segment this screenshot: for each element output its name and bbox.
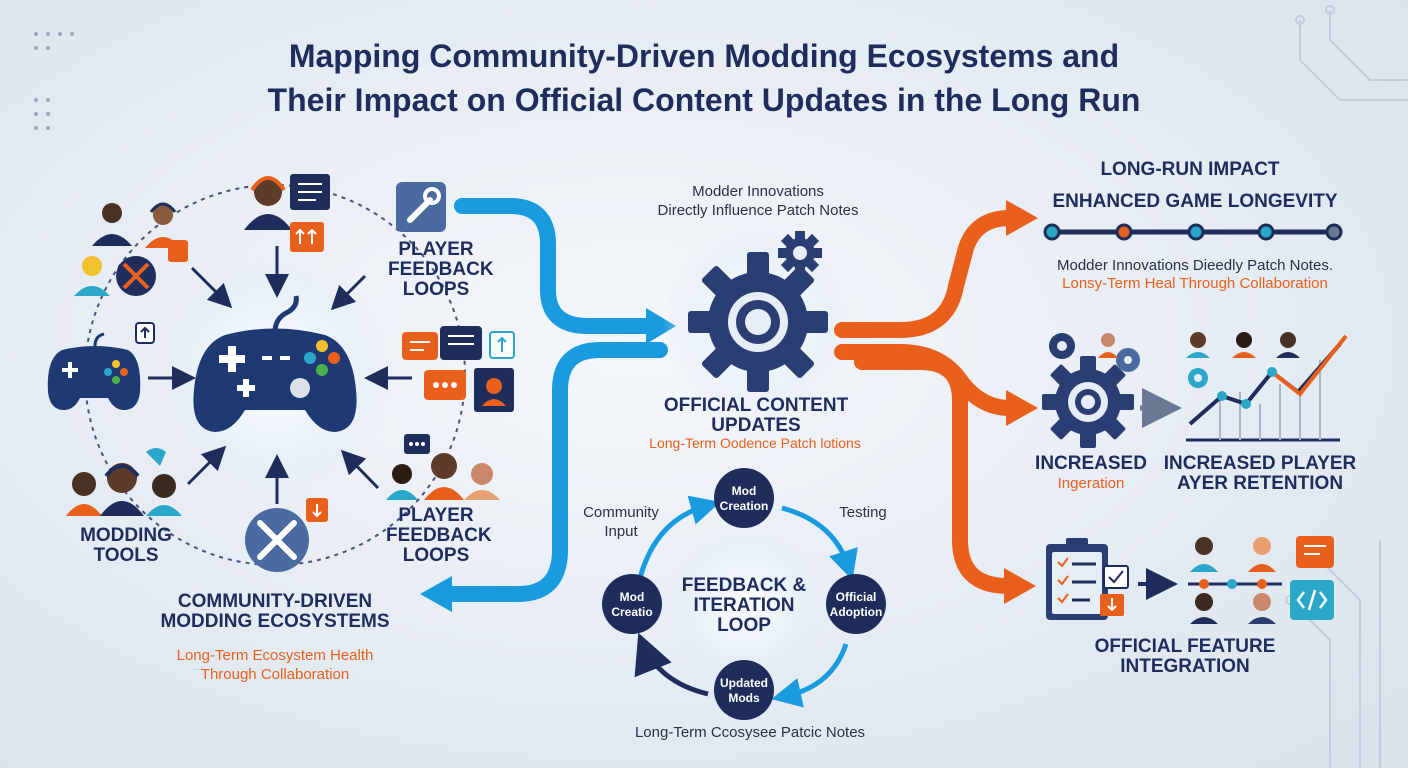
page-title: Mapping Community-Driven Modding Ecosyst… bbox=[0, 34, 1408, 122]
blue-arrowhead-right bbox=[646, 308, 676, 344]
official-updates-subtitle: Long-Term Oodence Patch lotions bbox=[649, 435, 861, 451]
label-line: MODDING ECOSYSTEMS bbox=[160, 611, 390, 632]
gamepad-icon bbox=[193, 295, 357, 432]
label-line: FEEDBACK bbox=[388, 259, 494, 280]
decor-dots bbox=[34, 32, 74, 130]
label-line: Through Collaboration bbox=[200, 666, 350, 683]
label-line: OFFICIAL CONTENT bbox=[663, 395, 849, 416]
longevity-note: Modder Innovations Dieedly Patch Notes. bbox=[1057, 257, 1333, 274]
loop-title: FEEDBACK & ITERATION LOOP bbox=[664, 576, 824, 636]
label-line: FEEDBACK & bbox=[681, 575, 807, 596]
decor-circuit bbox=[1285, 5, 1408, 768]
label-line: UPDATES bbox=[711, 415, 801, 436]
label-line: TOOLS bbox=[93, 545, 159, 566]
hub-arrows bbox=[148, 246, 412, 504]
impact-title: LONG-RUN IMPACT bbox=[1100, 159, 1280, 180]
ecosystem-title: COMMUNITY-DRIVEN MODDING ECOSYSTEMS bbox=[140, 592, 410, 632]
small-gamepad-icon bbox=[47, 332, 141, 410]
loop-bottom-note: Long-Term Ccosysee Patcic Notes bbox=[634, 724, 866, 741]
loop-node-top bbox=[714, 468, 774, 528]
chat-bubbles-icon bbox=[402, 326, 515, 412]
label-line: COMMUNITY-DRIVEN bbox=[177, 591, 373, 612]
label-line: LOOPS bbox=[402, 545, 470, 566]
feature-integration-title: OFFICIAL FEATURE INTEGRATION bbox=[1070, 637, 1300, 677]
modding-tools-label: MODDING TOOLS bbox=[70, 526, 182, 566]
user-avatars-top-left bbox=[74, 202, 188, 344]
orange-arrowhead-middle bbox=[1006, 390, 1038, 426]
label-line: OFFICIAL FEATURE bbox=[1094, 636, 1276, 657]
loop-node-left bbox=[602, 574, 662, 634]
label-line: AYER RETENTION bbox=[1176, 473, 1344, 494]
label-line: MODDING bbox=[80, 525, 172, 546]
loop-glow bbox=[665, 524, 825, 684]
ecosystem-subtitle: Long-Term Ecosystem Health Through Colla… bbox=[140, 646, 410, 684]
integration-gear-icon bbox=[1042, 356, 1134, 448]
checklist-icon bbox=[1046, 538, 1129, 620]
flow-arrows-orange bbox=[834, 210, 1018, 594]
node-label-left: Mod Creatio bbox=[602, 590, 662, 620]
label-line: Creation bbox=[719, 499, 769, 513]
community-input-label: Community Input bbox=[566, 503, 676, 541]
player-feedback-loops-bottom: PLAYER FEEDBACK LOOPS bbox=[386, 505, 492, 566]
headset-user-icon bbox=[244, 174, 330, 252]
loop-node-right bbox=[826, 574, 886, 634]
blue-arrowhead-left bbox=[420, 576, 452, 612]
label-line: INTEGRATION bbox=[1120, 656, 1250, 677]
node-label-top: Mod Creation bbox=[714, 484, 774, 514]
loop-arrows bbox=[634, 495, 858, 708]
label-line: Mod bbox=[619, 590, 645, 604]
innovations-note: Modder Innovations Directly Influence Pa… bbox=[618, 182, 898, 220]
longevity-timeline bbox=[1043, 223, 1343, 241]
tools-icon bbox=[245, 498, 328, 572]
label-line: Creatio bbox=[611, 605, 653, 619]
longevity-subtitle: Lonsy-Term Heal Through Collaboration bbox=[1062, 275, 1328, 292]
orange-arrowhead-top bbox=[1006, 200, 1038, 236]
gear-icon bbox=[688, 252, 828, 392]
flow-arrows-blue bbox=[438, 198, 668, 602]
title-line-2: Their Impact on Official Content Updates… bbox=[267, 82, 1141, 118]
testing-label: Testing bbox=[839, 504, 887, 521]
node-label-bottom: Updated Mods bbox=[714, 676, 774, 706]
label-line: Adoption bbox=[829, 605, 883, 619]
label-line: INCREASED PLAYER bbox=[1163, 453, 1357, 474]
label-line: Updated bbox=[720, 676, 768, 690]
label-line: Directly Influence Patch Notes bbox=[657, 202, 859, 219]
label-line: PLAYER bbox=[398, 505, 474, 526]
official-updates-title: OFFICIAL CONTENT UPDATES bbox=[626, 396, 886, 436]
user-avatars-bottom-left bbox=[66, 448, 182, 516]
small-gears-icon bbox=[1049, 333, 1208, 388]
retention-title: INCREASED PLAYER AYER RETENTION bbox=[1160, 454, 1360, 494]
label-line: Mods bbox=[728, 691, 760, 705]
team-icon bbox=[1188, 536, 1334, 624]
label-line: Community bbox=[583, 504, 659, 521]
label-line: Official bbox=[835, 590, 877, 604]
label-line: Mod bbox=[731, 484, 757, 498]
loop-node-bottom bbox=[714, 660, 774, 720]
integration-subtitle: Ingeration bbox=[1057, 475, 1125, 492]
label-line: LOOPS bbox=[402, 279, 470, 300]
label-line: PLAYER bbox=[398, 239, 474, 260]
orange-arrowhead-bottom bbox=[1004, 568, 1036, 604]
node-label-right: Official Adoption bbox=[826, 590, 886, 620]
longevity-title: ENHANCED GAME LONGEVITY bbox=[1052, 191, 1338, 212]
title-line-1: Mapping Community-Driven Modding Ecosyst… bbox=[288, 38, 1120, 74]
player-feedback-loops-top: PLAYER FEEDBACK LOOPS bbox=[388, 239, 494, 300]
label-line: LOOP bbox=[717, 615, 771, 636]
label-line: ITERATION bbox=[693, 595, 795, 616]
label-line: Input bbox=[604, 523, 638, 540]
label-line: FEEDBACK bbox=[386, 525, 492, 546]
retention-chart-icon bbox=[1186, 332, 1348, 442]
label-line: Long-Term Ecosystem Health bbox=[176, 647, 374, 664]
user-avatars-bottom-right bbox=[386, 434, 500, 500]
integration-title: INCREASED bbox=[1035, 453, 1147, 474]
wrench-icon bbox=[396, 182, 446, 232]
label-line: Modder Innovations bbox=[692, 183, 824, 200]
small-gear-icon bbox=[778, 231, 822, 275]
